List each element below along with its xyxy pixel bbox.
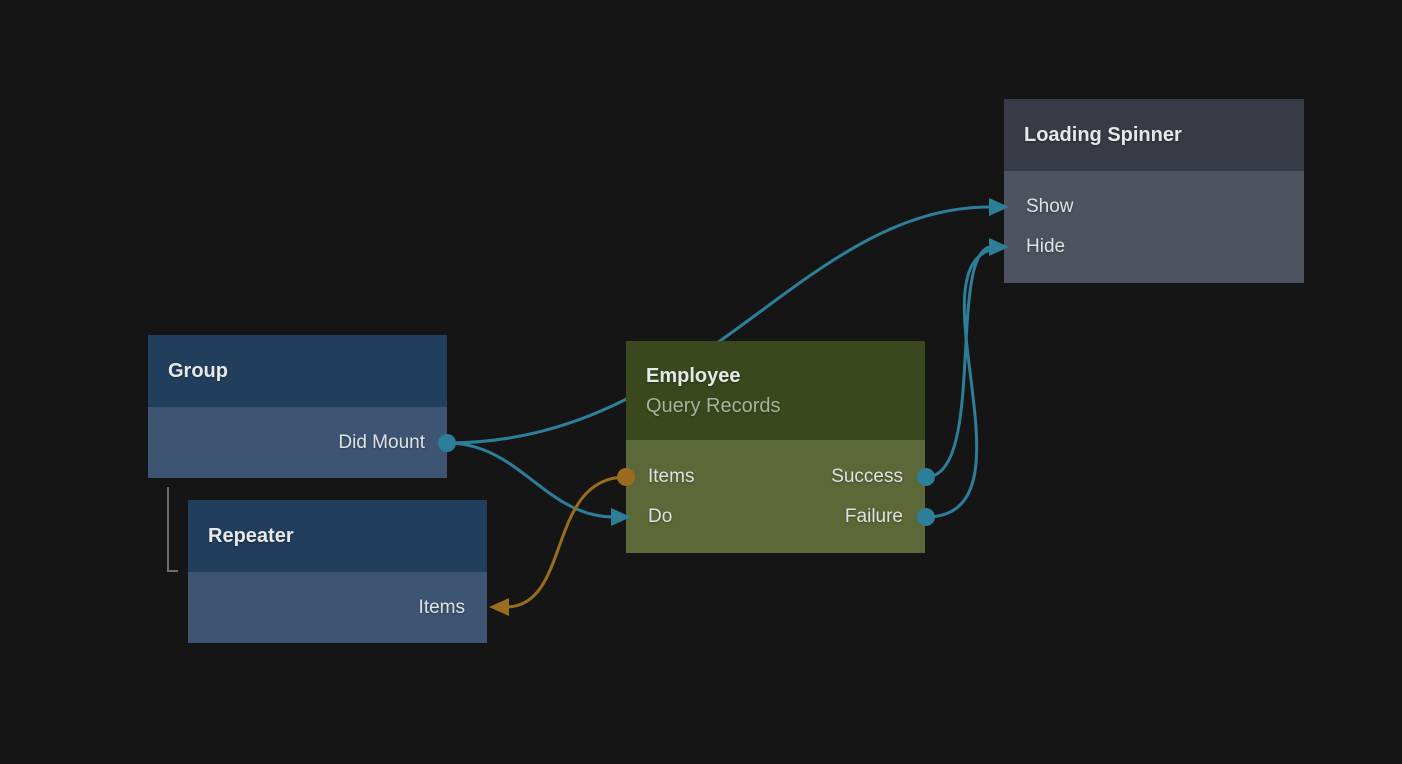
edge-failure-to-hide[interactable]	[925, 248, 991, 519]
port-label-hide: Hide	[1026, 236, 1066, 257]
hierarchy-connector-group-repeater	[167, 487, 178, 572]
node-group[interactable]: Group Did Mount	[148, 335, 447, 478]
port-row-do-failure[interactable]: Do Failure	[626, 497, 925, 537]
node-employee-subtitle: Query Records	[646, 394, 781, 417]
node-employee-header: Employee Query Records	[626, 341, 925, 440]
port-label-do: Do	[648, 506, 673, 527]
port-label-failure: Failure	[844, 506, 903, 527]
edge-didmount-to-show[interactable]	[446, 205, 991, 445]
node-loading-spinner-header: Loading Spinner	[1004, 99, 1304, 171]
node-loading-spinner[interactable]: Loading Spinner Show Hide	[1004, 99, 1304, 283]
node-loading-spinner-body: Show Hide	[1004, 171, 1304, 283]
node-employee-title: Employee	[646, 364, 741, 387]
port-label-items: Items	[648, 466, 695, 487]
node-loading-spinner-title: Loading Spinner	[1024, 124, 1182, 146]
port-label-show: Show	[1026, 196, 1074, 217]
node-employee[interactable]: Employee Query Records Items Success Do …	[626, 341, 925, 553]
edge-success-to-hide[interactable]	[925, 245, 991, 479]
node-group-body: Did Mount	[148, 407, 447, 478]
port-row-items-success[interactable]: Items Success	[626, 457, 925, 497]
node-repeater[interactable]: Repeater Items	[188, 500, 487, 643]
node-group-title: Group	[168, 360, 228, 382]
port-row-hide[interactable]: Hide	[1004, 227, 1304, 267]
edge-didmount-to-do[interactable]	[446, 441, 615, 519]
port-label-did-mount: Did Mount	[338, 431, 425, 453]
port-row-did-mount[interactable]: Did Mount	[148, 407, 447, 478]
node-repeater-title: Repeater	[208, 525, 294, 547]
port-label-repeater-items: Items	[418, 596, 465, 618]
node-repeater-body: Items	[188, 572, 487, 643]
edge-items-to-repeater-items[interactable]	[505, 475, 627, 609]
port-label-success: Success	[831, 466, 903, 487]
node-employee-body: Items Success Do Failure	[626, 440, 925, 553]
port-row-show[interactable]: Show	[1004, 187, 1304, 227]
node-group-header: Group	[148, 335, 447, 407]
node-repeater-header: Repeater	[188, 500, 487, 572]
port-row-repeater-items[interactable]: Items	[188, 572, 487, 643]
